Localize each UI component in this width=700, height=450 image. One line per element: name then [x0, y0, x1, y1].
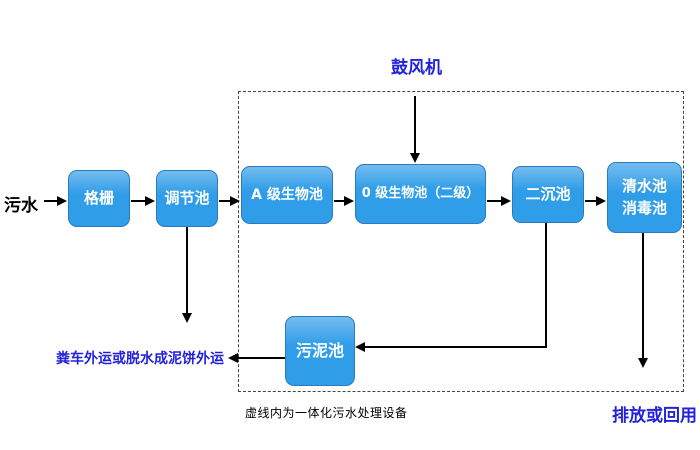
grid-screen-box: 格栅: [68, 170, 130, 227]
disinfection-label: 消毒池: [621, 198, 667, 217]
regulating-tank-label: 调节池: [164, 188, 210, 207]
a-level-bio-tank-box: A 级生物池: [241, 166, 333, 224]
o-level-bio-tank-label: 0 级生物池（二级）: [361, 185, 480, 201]
grid-screen-label: 格栅: [83, 188, 114, 207]
secondary-sedimentation-box: 二沉池: [512, 166, 584, 223]
discharge-reuse-label: 排放或回用: [612, 406, 697, 426]
integrated-equipment-dashed-boundary: [238, 91, 684, 392]
sludge-tank-box: 污泥池: [285, 316, 355, 386]
blower-label: 鼓风机: [391, 58, 442, 78]
secondary-sedimentation-label: 二沉池: [525, 184, 571, 203]
sludge-hauling-label: 粪车外运或脱水成泥饼外运: [56, 351, 224, 367]
clearwater-label: 清水池: [621, 176, 667, 195]
clearwater-disinfection-box: 清水池 消毒池: [607, 162, 682, 233]
equipment-note-label: 虚线内为一体化污水处理设备: [245, 406, 408, 420]
regulating-tank-box: 调节池: [156, 170, 218, 227]
o-level-bio-tank-box: 0 级生物池（二级）: [355, 164, 486, 224]
a-level-bio-tank-label: A 级生物池: [251, 186, 323, 203]
sludge-tank-label: 污泥池: [295, 341, 344, 361]
influent-label: 污水: [4, 196, 38, 216]
